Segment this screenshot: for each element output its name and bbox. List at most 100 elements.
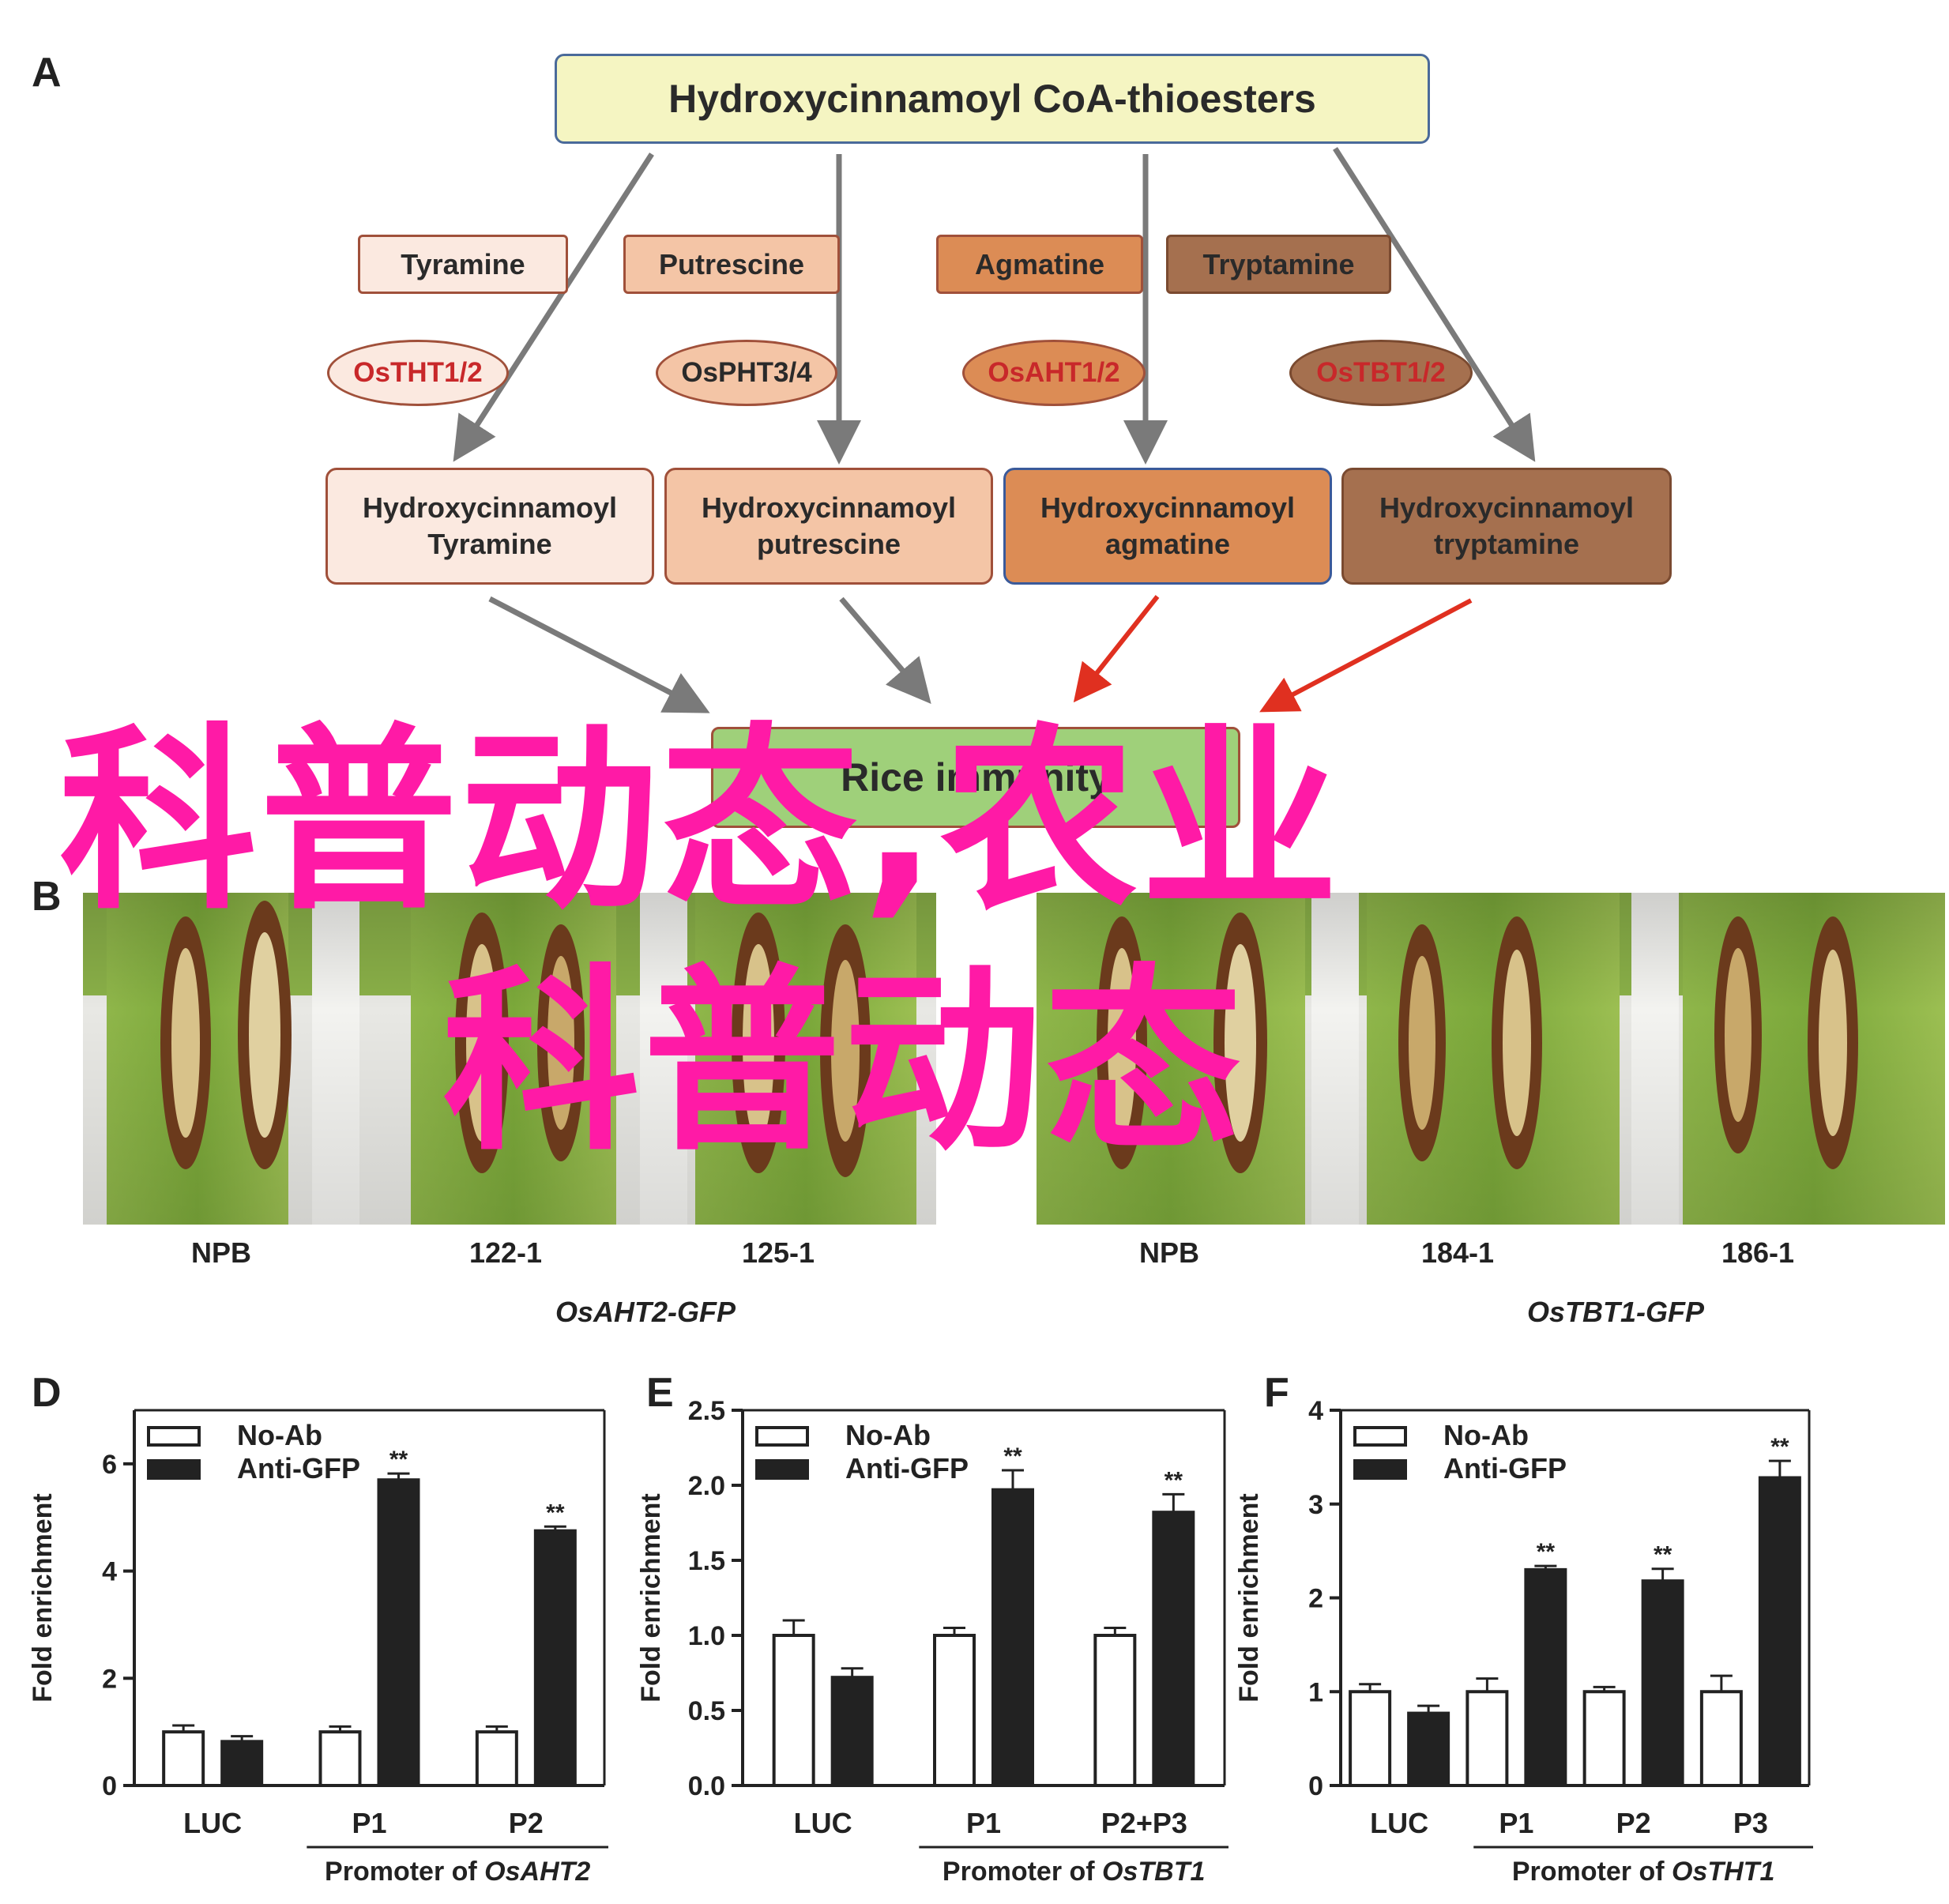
pathway-arrows — [453, 147, 1536, 713]
significance-marker-f: ** — [1654, 1542, 1672, 1568]
legend-swatch-anti-gfp-f — [1353, 1459, 1407, 1480]
coa-thioesters-box: Hydroxycinnamoyl CoA-thioesters — [555, 54, 1430, 144]
y-tick-label-d: 6 — [102, 1450, 117, 1480]
legend-swatch-anti-gfp-d — [147, 1459, 201, 1480]
x-tick-label-d: LUC — [183, 1807, 242, 1839]
panel-letter-e: E — [646, 1370, 674, 1416]
x-tick-label-d: P1 — [352, 1807, 386, 1839]
y-tick-label-d: 0 — [102, 1771, 117, 1801]
panel-letter-b: B — [32, 874, 62, 920]
product-hc-agmatine: Hydroxycinnamoyl agmatine — [1003, 468, 1332, 585]
bar-f-anti-gfp — [1407, 1711, 1450, 1787]
x-tick-label-f: P1 — [1499, 1807, 1533, 1839]
product-hc-tryptamine-line1: Hydroxycinnamoyl — [1379, 491, 1635, 524]
bar-f-anti-gfp — [1524, 1567, 1567, 1787]
legend-swatch-no-ab-e — [755, 1426, 809, 1447]
promoter-label-f: Promoter of OsTHT1 — [1512, 1857, 1774, 1887]
arrow-putrescine-to-immunity — [839, 596, 931, 704]
bar-f-no-ab — [1582, 1690, 1626, 1787]
y-tick-label-e: 2.0 — [688, 1471, 725, 1501]
leaf-label-125-1: 125-1 — [741, 1236, 815, 1269]
lesions-left — [160, 901, 871, 1177]
promoter-gene-d: OsAHT2 — [484, 1857, 590, 1887]
y-axis-label-f: Fold enrichment — [1234, 1493, 1264, 1702]
leaf-label-122-1: 122-1 — [468, 1236, 543, 1269]
legend-label-no-ab-f: No-Ab — [1443, 1419, 1529, 1451]
promoter-gene-e: OsTBT1 — [1102, 1857, 1205, 1887]
genotype-label-right: OsTBT1-GFP — [1526, 1296, 1704, 1328]
leaf-label-184-1: 184-1 — [1420, 1236, 1495, 1269]
rice-immunity-box: Rice immunity — [711, 727, 1240, 828]
leaf-photo-left — [83, 893, 936, 1225]
bar-f-no-ab — [1349, 1690, 1392, 1787]
bar-e-anti-gfp — [991, 1488, 1034, 1787]
promoter-prefix-e: Promoter of — [943, 1857, 1102, 1887]
y-axis-label-d: Fold enrichment — [28, 1493, 58, 1702]
y-tick-label-f: 1 — [1308, 1677, 1323, 1707]
y-tick-label-e: 0.5 — [688, 1696, 725, 1726]
substrate-putrescine: Putrescine — [623, 235, 840, 294]
bar-e-anti-gfp — [830, 1676, 874, 1788]
bar-e-no-ab — [933, 1634, 976, 1787]
legend-swatch-no-ab-f — [1353, 1426, 1407, 1447]
arrow-coa-to-tyramine — [453, 152, 654, 462]
promoter-prefix-d: Promoter of — [325, 1857, 484, 1887]
leaf-label-npb-right: NPB — [1138, 1236, 1199, 1269]
substrate-tryptamine: Tryptamine — [1166, 235, 1391, 294]
enzyme-osaht: OsAHT1/2 — [962, 340, 1146, 406]
product-hc-tryptamine: Hydroxycinnamoyl tryptamine — [1341, 468, 1672, 585]
bar-f-anti-gfp — [1641, 1579, 1684, 1787]
y-tick-label-f: 3 — [1308, 1490, 1323, 1520]
arrow-tryptamine-to-immunity — [1259, 598, 1473, 713]
panel-letter-d: D — [32, 1370, 62, 1416]
y-tick-label-e: 1.0 — [688, 1621, 725, 1651]
x-tick-label-e: LUC — [794, 1807, 852, 1839]
y-tick-label-f: 2 — [1308, 1584, 1323, 1614]
bar-d-no-ab — [162, 1730, 205, 1787]
y-tick-label-e: 2.5 — [688, 1396, 725, 1426]
enzyme-ostbt: OsTBT1/2 — [1289, 340, 1473, 406]
y-axis-label-e: Fold enrichment — [636, 1493, 666, 1702]
x-tick-label-f: P2 — [1616, 1807, 1651, 1839]
product-hc-tyramine: Hydroxycinnamoyl Tyramine — [325, 468, 654, 585]
significance-marker-f: ** — [1537, 1539, 1556, 1565]
product-hc-tryptamine-line2: tryptamine — [1433, 528, 1580, 560]
product-hc-tyramine-line2: Tyramine — [427, 528, 552, 560]
legend-label-no-ab-d: No-Ab — [237, 1419, 322, 1451]
substrate-tyramine: Tyramine — [358, 235, 568, 294]
x-tick-label-f: P3 — [1733, 1807, 1768, 1839]
arrow-agmatine-to-immunity — [1073, 595, 1160, 703]
promoter-label-d: Promoter of OsAHT2 — [325, 1857, 590, 1887]
bar-d-anti-gfp — [533, 1529, 577, 1788]
bar-f-no-ab — [1699, 1690, 1743, 1787]
promoter-label-e: Promoter of OsTBT1 — [943, 1857, 1205, 1887]
leaf-label-186-1: 186-1 — [1721, 1236, 1795, 1269]
x-tick-label-e: P1 — [966, 1807, 1001, 1839]
promoter-prefix-f: Promoter of — [1512, 1857, 1672, 1887]
significance-marker-e: ** — [1165, 1467, 1183, 1493]
y-tick-label-d: 2 — [102, 1664, 117, 1694]
genotype-label-left: OsAHT2-GFP — [555, 1296, 736, 1328]
substrate-agmatine: Agmatine — [936, 235, 1143, 294]
significance-marker-d: ** — [546, 1499, 565, 1526]
product-hc-putrescine-line2: putrescine — [756, 528, 901, 560]
panel-letter-f: F — [1264, 1370, 1289, 1416]
leaf-photo-right — [1037, 893, 1945, 1225]
watermark-line-2: 科普动态 — [442, 947, 1245, 1177]
product-hc-putrescine-line1: Hydroxycinnamoyl — [701, 491, 957, 524]
watermark-line-1: 科普动态,农业 — [59, 706, 1341, 936]
leaf-label-npb-left: NPB — [190, 1236, 251, 1269]
enzyme-ospht: OsPHT3/4 — [656, 340, 837, 406]
bar-e-no-ab — [772, 1634, 815, 1787]
legend-swatch-anti-gfp-e — [755, 1459, 809, 1480]
significance-marker-d: ** — [389, 1447, 408, 1473]
product-hc-agmatine-line1: Hydroxycinnamoyl — [1040, 491, 1296, 524]
arrow-coa-to-tryptamine — [1333, 147, 1536, 462]
arrow-tyramine-to-immunity — [488, 596, 710, 713]
product-hc-agmatine-line2: agmatine — [1104, 528, 1231, 560]
legend-label-anti-gfp-d: Anti-GFP — [237, 1452, 360, 1484]
bar-e-anti-gfp — [1152, 1511, 1195, 1787]
product-hc-putrescine: Hydroxycinnamoyl putrescine — [664, 468, 993, 585]
bar-e-no-ab — [1093, 1634, 1137, 1787]
